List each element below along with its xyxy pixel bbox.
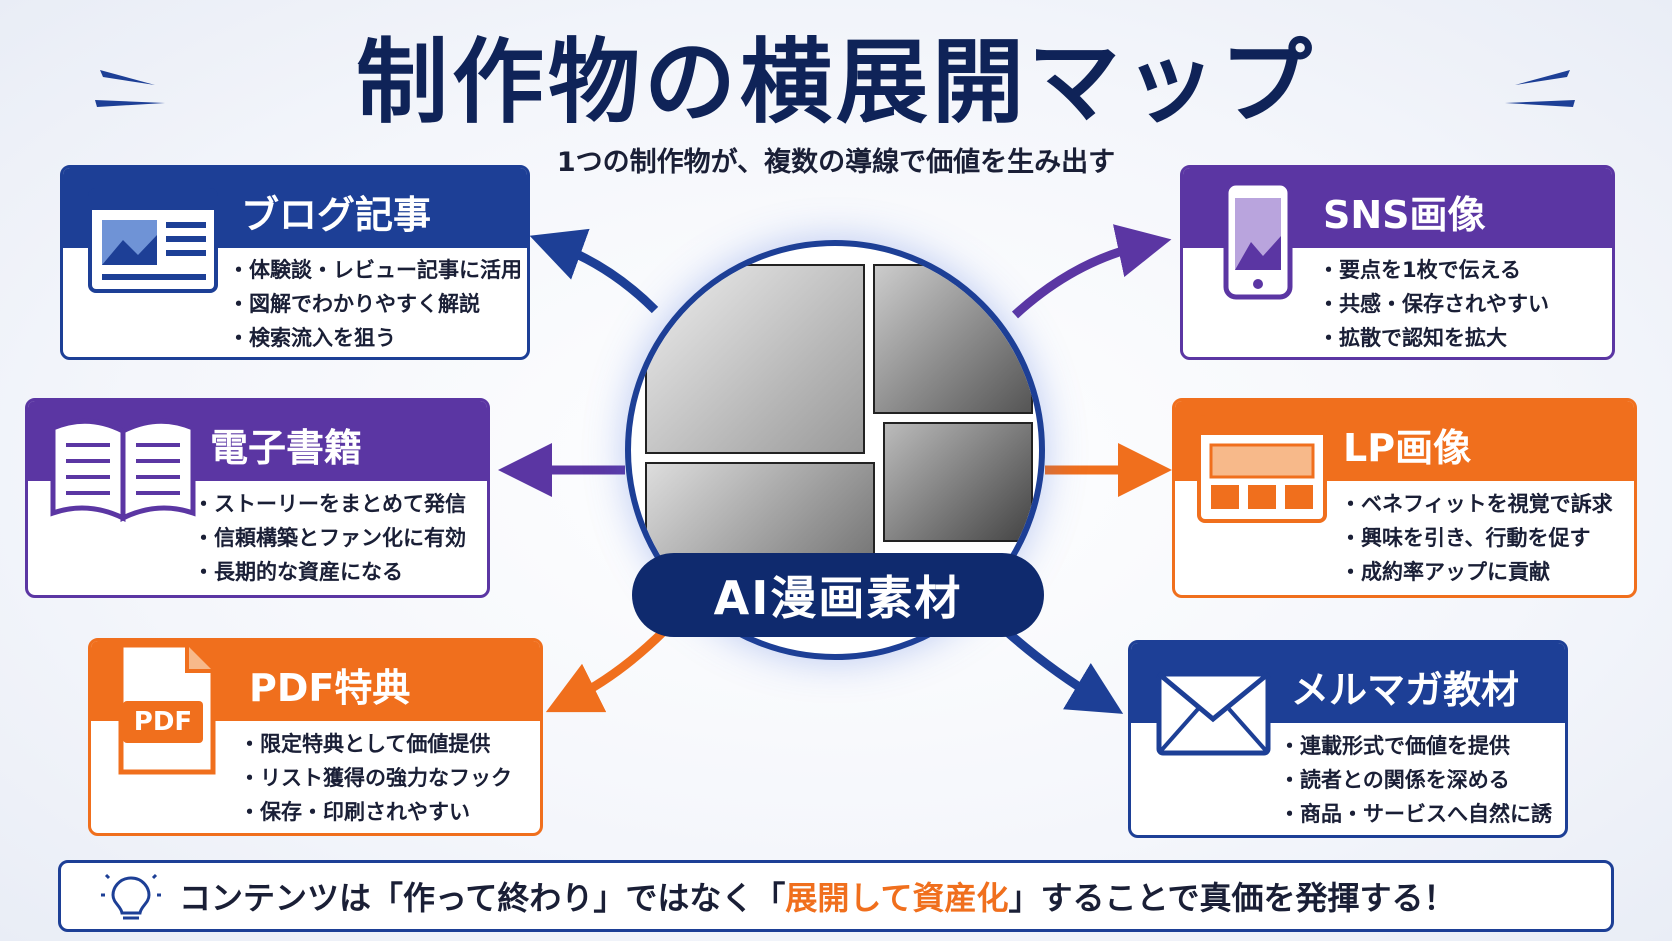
browser-article-icon [88, 188, 218, 293]
list-item: 信頼構築とファン化に有効 [193, 521, 466, 555]
list-item: 興味を引き、行動を促す [1340, 521, 1613, 555]
manga-panel-4 [883, 422, 1033, 542]
card-lp-list: ベネフィットを視覚で訴求 興味を引き、行動を促す 成約率アップに貢献 [1340, 487, 1613, 589]
pdf-icon-label: PDF [123, 701, 203, 743]
arrow-to-mail [1002, 626, 1124, 714]
smartphone-image-icon [1223, 180, 1293, 300]
card-mail-title: メルマガ教材 [1291, 668, 1520, 712]
list-item: 検索流入を狙う [228, 321, 522, 355]
manga-panel-1 [645, 264, 865, 454]
card-sns: SNS画像 要点を1枚で伝える 共感・保存されやすい 拡散で認知を拡大 [1180, 165, 1615, 360]
card-lp-title: LP画像 [1343, 426, 1472, 470]
card-blog-title: ブログ記事 [241, 193, 432, 237]
list-item: 商品・サービスへ自然に誘導 [1279, 797, 1565, 835]
list-item: ストーリーをまとめて発信 [193, 487, 466, 521]
card-mail-list: 連載形式で価値を提供 読者との関係を深める 商品・サービスへ自然に誘導 [1279, 729, 1565, 835]
card-sns-title: SNS画像 [1323, 193, 1486, 237]
card-ebook: 電子書籍 ストーリーをまとめて発信 信頼構築とファン化に有効 長期的な資産になる [25, 398, 490, 598]
list-item: リスト獲得の強力なフック [239, 761, 512, 795]
card-mail: メルマガ教材 連載形式で価値を提供 読者との関係を深める 商品・サービスへ自然に… [1128, 640, 1568, 838]
card-blog: ブログ記事 体験談・レビュー記事に活用 図解でわかりやすく解説 検索流入を狙う [60, 165, 530, 360]
footer-text-before: コンテンツは「作って終わり」ではなく「 [179, 879, 786, 917]
center-label: AI漫画素材 [632, 553, 1044, 637]
list-item: 体験談・レビュー記事に活用 [228, 253, 522, 287]
manga-panel-2 [873, 264, 1033, 414]
footer-text-after: 」することで真価を発揮する！ [1008, 879, 1456, 917]
card-ebook-list: ストーリーをまとめて発信 信頼構築とファン化に有効 長期的な資産になる [193, 487, 466, 589]
list-item: 長期的な資産になる [193, 555, 466, 589]
list-item: 読者との関係を深める [1279, 763, 1565, 797]
list-item: 限定特典として価値提供 [239, 727, 512, 761]
card-pdf: PDF特典 PDF 限定特典として価値提供 リスト獲得の強力なフック 保存・印刷… [88, 638, 543, 836]
landing-page-icon [1197, 415, 1327, 523]
arrow-to-blog [529, 228, 659, 314]
list-item: 成約率アップに貢献 [1340, 555, 1613, 589]
list-item: 拡散で認知を拡大 [1318, 321, 1549, 355]
center-manga-illustration [625, 240, 1045, 660]
card-pdf-list: 限定特典として価値提供 リスト獲得の強力なフック 保存・印刷されやすい [239, 727, 512, 829]
card-sns-list: 要点を1枚で伝える 共感・保存されやすい 拡散で認知を拡大 [1318, 253, 1549, 355]
arrow-to-sns [1011, 224, 1172, 319]
list-item: 要点を1枚で伝える [1318, 253, 1549, 287]
title-accent-left-icon [95, 70, 165, 107]
page-title: 制作物の横展開マップ [355, 29, 1316, 136]
list-item: 共感・保存されやすい [1318, 287, 1549, 321]
list-item: 連載形式で価値を提供 [1279, 729, 1565, 763]
envelope-icon [1156, 671, 1271, 756]
list-item: 図解でわかりやすく解説 [228, 287, 522, 321]
lightbulb-icon [101, 873, 161, 920]
list-item: 保存・印刷されやすい [239, 795, 512, 829]
list-item: ベネフィットを視覚で訴求 [1340, 487, 1613, 521]
subtitle: 1つの制作物が、複数の導線で価値を生み出す [556, 147, 1116, 178]
title-accent-right-icon [1505, 70, 1575, 107]
card-pdf-title: PDF特典 [249, 666, 411, 710]
arrow-to-pdf [545, 626, 669, 713]
footer-message: コンテンツは「作って終わり」ではなく「展開して資産化」することで真価を発揮する！ [58, 860, 1614, 932]
open-book-icon [50, 418, 196, 522]
card-blog-list: 体験談・レビュー記事に活用 図解でわかりやすく解説 検索流入を狙う [228, 253, 522, 355]
card-ebook-title: 電子書籍 [210, 426, 363, 470]
footer-highlight: 展開して資産化 [785, 879, 1009, 917]
card-lp: LP画像 ベネフィットを視覚で訴求 興味を引き、行動を促す 成約率アップに貢献 [1172, 398, 1637, 598]
